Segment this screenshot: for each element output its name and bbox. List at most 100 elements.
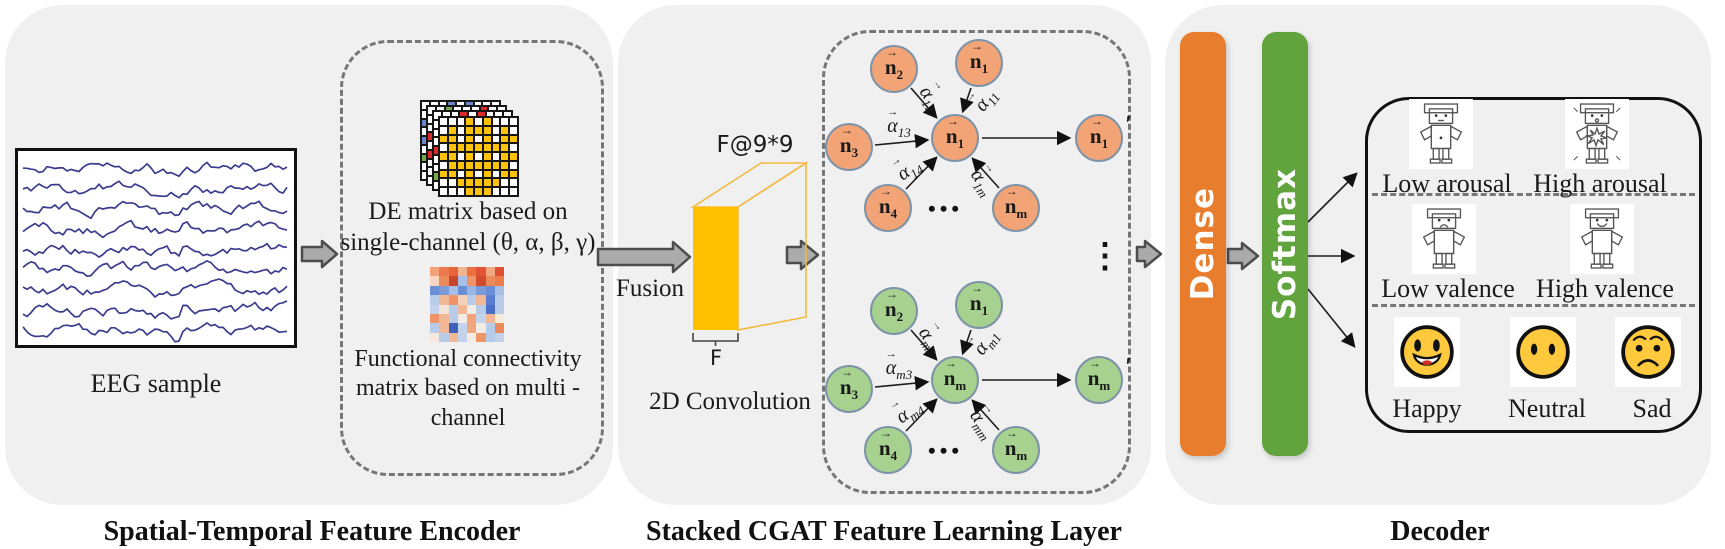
de-cell: [465, 178, 475, 188]
fc-cell: [476, 267, 486, 277]
prime-mark: ′: [1125, 112, 1132, 138]
de-cell: [474, 160, 483, 170]
de-cell: [447, 143, 457, 153]
fc-cell: [448, 267, 458, 277]
softmax-layer-bar: Softmax: [1262, 32, 1308, 456]
de-cell: [474, 152, 483, 161]
de-cell: [465, 152, 475, 161]
happy-emoji-icon: [1394, 317, 1460, 387]
fc-cell: [448, 285, 458, 296]
eeg-trace: [22, 278, 288, 298]
de-cell: [474, 117, 483, 126]
fc-cell: [439, 304, 449, 314]
de-cell: [491, 143, 501, 153]
fc-cell: [494, 304, 504, 314]
fc-cell: [430, 276, 440, 286]
vector-arrow-icon: →: [1005, 425, 1018, 440]
fc-cell: [457, 332, 467, 342]
de-cell: [474, 187, 483, 196]
de-cell: [509, 125, 518, 135]
fc-cell: [476, 323, 486, 333]
fc-caption-line3: channel: [430, 404, 506, 431]
vector-arrow-icon: →: [1090, 113, 1103, 128]
fc-cell: [439, 332, 449, 342]
fc-cell: [476, 276, 486, 286]
sad-emoji-icon: [1615, 317, 1681, 387]
de-cell: [439, 160, 448, 170]
dense-layer-bar: Dense: [1180, 32, 1226, 456]
de-cell: [439, 143, 448, 153]
eeg-trace: [22, 219, 288, 239]
fc-cell: [430, 304, 440, 314]
eeg-sample-label: EEG sample: [90, 369, 222, 398]
de-cell: [500, 160, 510, 170]
de-cell: [447, 152, 457, 161]
de-cell: [500, 125, 510, 135]
fc-cell: [485, 304, 495, 314]
g1-node-n3: →n3: [825, 123, 873, 171]
de-cell: [491, 187, 501, 196]
fc-cell: [494, 323, 504, 333]
de-cell: [482, 117, 492, 126]
de-cell: [491, 160, 501, 170]
eeg-trace: [22, 200, 288, 220]
g2-node-nm: →nm: [992, 426, 1040, 474]
fc-cell: [467, 323, 477, 333]
vector-arrow-icon: →: [840, 122, 853, 137]
fc-cell: [430, 267, 440, 277]
fc-cell: [448, 313, 458, 324]
fc-cell: [476, 304, 486, 314]
de-cell: [465, 117, 475, 126]
g1-ellipsis: •••: [928, 196, 964, 221]
g2-node-n1: →n1: [955, 281, 1003, 329]
fc-cell: [485, 323, 495, 333]
neutral-label: Neutral: [1508, 394, 1586, 423]
de-cell: [456, 143, 466, 153]
fc-cell: [467, 304, 477, 314]
fc-cell: [439, 323, 449, 333]
de-matrix-caption: DE matrix based on single-channel (θ, α,…: [330, 197, 606, 258]
fc-cell: [485, 332, 495, 342]
decoder-output-box: [1365, 97, 1702, 433]
eeg-trace: [22, 161, 288, 178]
de-cell: [456, 117, 466, 126]
fc-cell: [457, 313, 467, 324]
de-cell: [500, 152, 510, 161]
de-cell: [465, 187, 475, 196]
g1-node-n1: →n1: [955, 39, 1003, 87]
de-cell: [509, 187, 518, 196]
g2-node-output: →nm ′: [1075, 354, 1132, 404]
de-cell: [482, 125, 492, 135]
de-cell: [474, 125, 483, 135]
fc-cell: [439, 313, 449, 324]
fc-cell: [467, 313, 477, 324]
conv-filters-label: F: [709, 346, 723, 370]
de-cell: [482, 134, 492, 144]
de-cell: [447, 134, 457, 144]
de-cell: [474, 143, 483, 153]
sad-label: Sad: [1632, 394, 1672, 423]
de-cell: [500, 169, 510, 179]
de-cell: [456, 187, 466, 196]
de-cell: [465, 134, 475, 144]
de-cell: [465, 160, 475, 170]
de-cell: [447, 178, 457, 188]
vector-arrow-icon: →: [885, 286, 898, 301]
dense-label: Dense: [1185, 187, 1221, 301]
de-cell: [500, 143, 510, 153]
de-cell: [509, 152, 518, 161]
de-cell: [509, 143, 518, 153]
vector-arrow-icon: →: [970, 280, 983, 295]
cgat-graphs-dashed-box: [822, 30, 1131, 494]
vector-arrow-icon: →: [944, 355, 957, 370]
de-cell: [439, 152, 448, 161]
de-cell: [509, 134, 518, 144]
de-cell: [433, 111, 442, 120]
de-cell: [447, 160, 457, 170]
de-cell: [509, 169, 518, 179]
happy-label: Happy: [1392, 394, 1462, 423]
eeg-trace: [22, 180, 288, 199]
fc-cell: [467, 276, 477, 286]
eeg-trace: [22, 260, 288, 278]
